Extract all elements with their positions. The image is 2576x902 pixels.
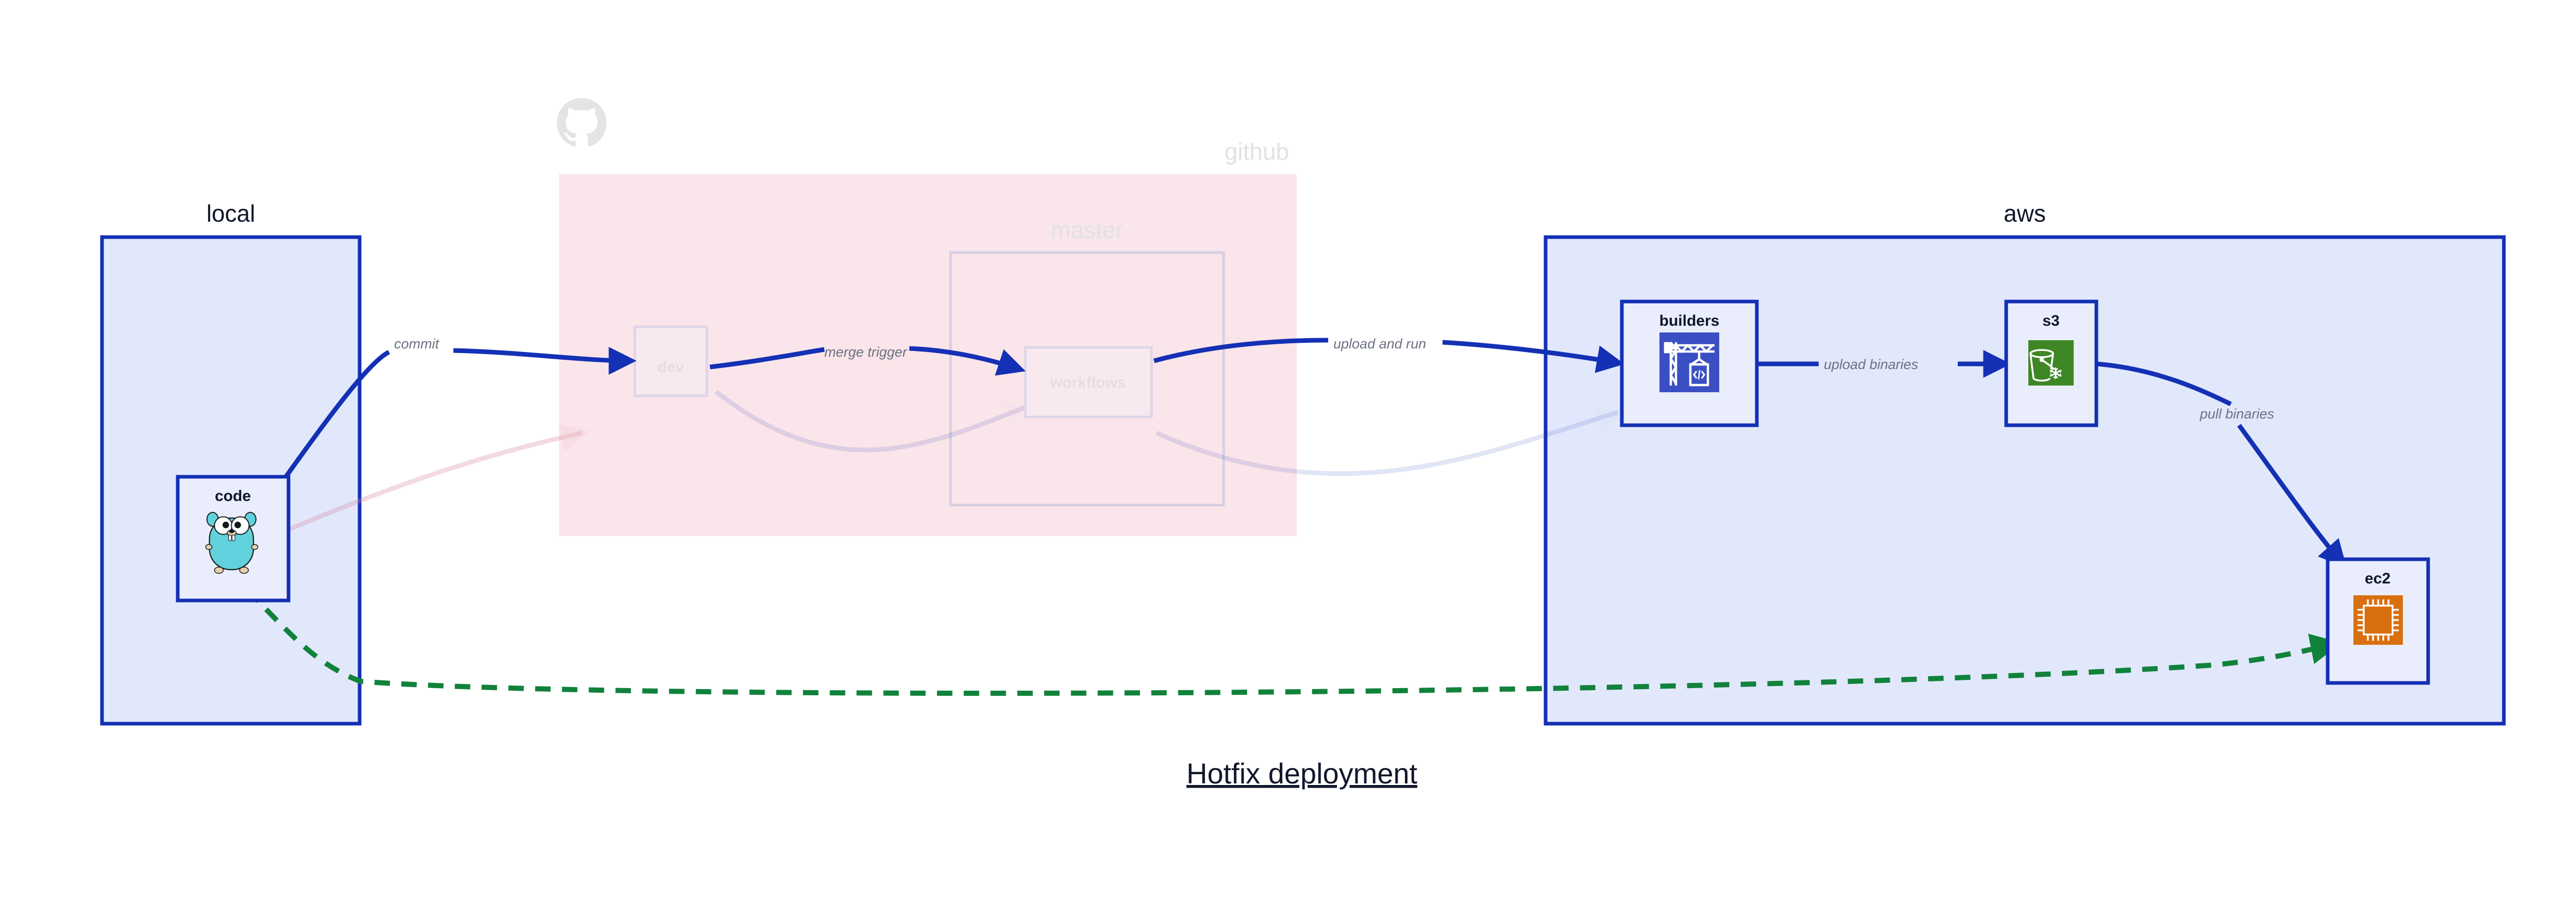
edge-upload-and-run-label: upload and run <box>1333 336 1426 352</box>
bucket-glacier-icon <box>2028 340 2074 386</box>
subgroup-master: master <box>949 216 1225 507</box>
node-builders[interactable]: builders <box>1620 299 1759 427</box>
edge-merge-trigger-line-b <box>909 346 1026 376</box>
node-ec2-label: ec2 <box>2365 570 2391 587</box>
edge-upload-binaries-label: upload binaries <box>1824 357 1918 372</box>
group-local-label: local <box>207 200 256 227</box>
edge-commit-line-b <box>453 346 637 375</box>
node-workflows-rect[interactable] <box>1024 346 1153 419</box>
edge-upload-and-run-line-a <box>1153 338 1329 363</box>
crane-code-icon <box>1659 332 1719 392</box>
edge-faded-code-dev <box>272 424 589 539</box>
node-s3[interactable]: s3 <box>2004 299 2098 427</box>
edge-pull-binaries-line-a <box>2096 361 2232 407</box>
node-workflows[interactable]: workflows <box>1024 346 1153 419</box>
node-builders-label: builders <box>1659 312 1720 329</box>
node-dev[interactable]: dev <box>633 325 708 397</box>
node-code[interactable]: code <box>176 475 291 603</box>
group-github-label: github <box>1225 138 1289 165</box>
group-github: github master <box>557 98 1297 536</box>
node-ec2[interactable]: ec2 <box>2326 557 2430 685</box>
edges-layer: commit merge trigger upload and run uplo… <box>245 336 2347 696</box>
edge-faded-workflows-builders <box>1156 405 1624 476</box>
group-local: local <box>100 200 362 726</box>
faded-edges-layer <box>272 390 1624 539</box>
cpu-chip-icon <box>2353 595 2403 645</box>
edge-upload-and-run-line-b <box>1442 340 1625 373</box>
group-aws-label: aws <box>2004 200 2046 227</box>
edge-faded-dev-workflows <box>715 390 1032 453</box>
subgroup-master-rect <box>949 251 1225 507</box>
node-dev-label: dev <box>657 359 684 376</box>
diagram-caption: Hotfix deployment <box>1187 757 1418 790</box>
github-octocat-icon <box>557 98 607 147</box>
node-code-label: code <box>215 488 251 505</box>
edge-commit-label: commit <box>394 336 439 352</box>
node-dev-rect[interactable] <box>633 325 708 397</box>
edge-merge-trigger-label: merge trigger <box>824 344 908 360</box>
node-s3-label: s3 <box>2042 312 2059 329</box>
edge-pull-binaries-label: pull binaries <box>2199 406 2274 422</box>
edge-commit-line-a <box>271 349 391 496</box>
edge-merge-trigger-line-a <box>709 347 825 370</box>
go-gopher-icon <box>205 512 259 574</box>
edge-pull-binaries-line-b <box>2237 424 2347 569</box>
node-workflows-label: workflows <box>1050 374 1126 391</box>
subgroup-master-label: master <box>1051 216 1124 243</box>
